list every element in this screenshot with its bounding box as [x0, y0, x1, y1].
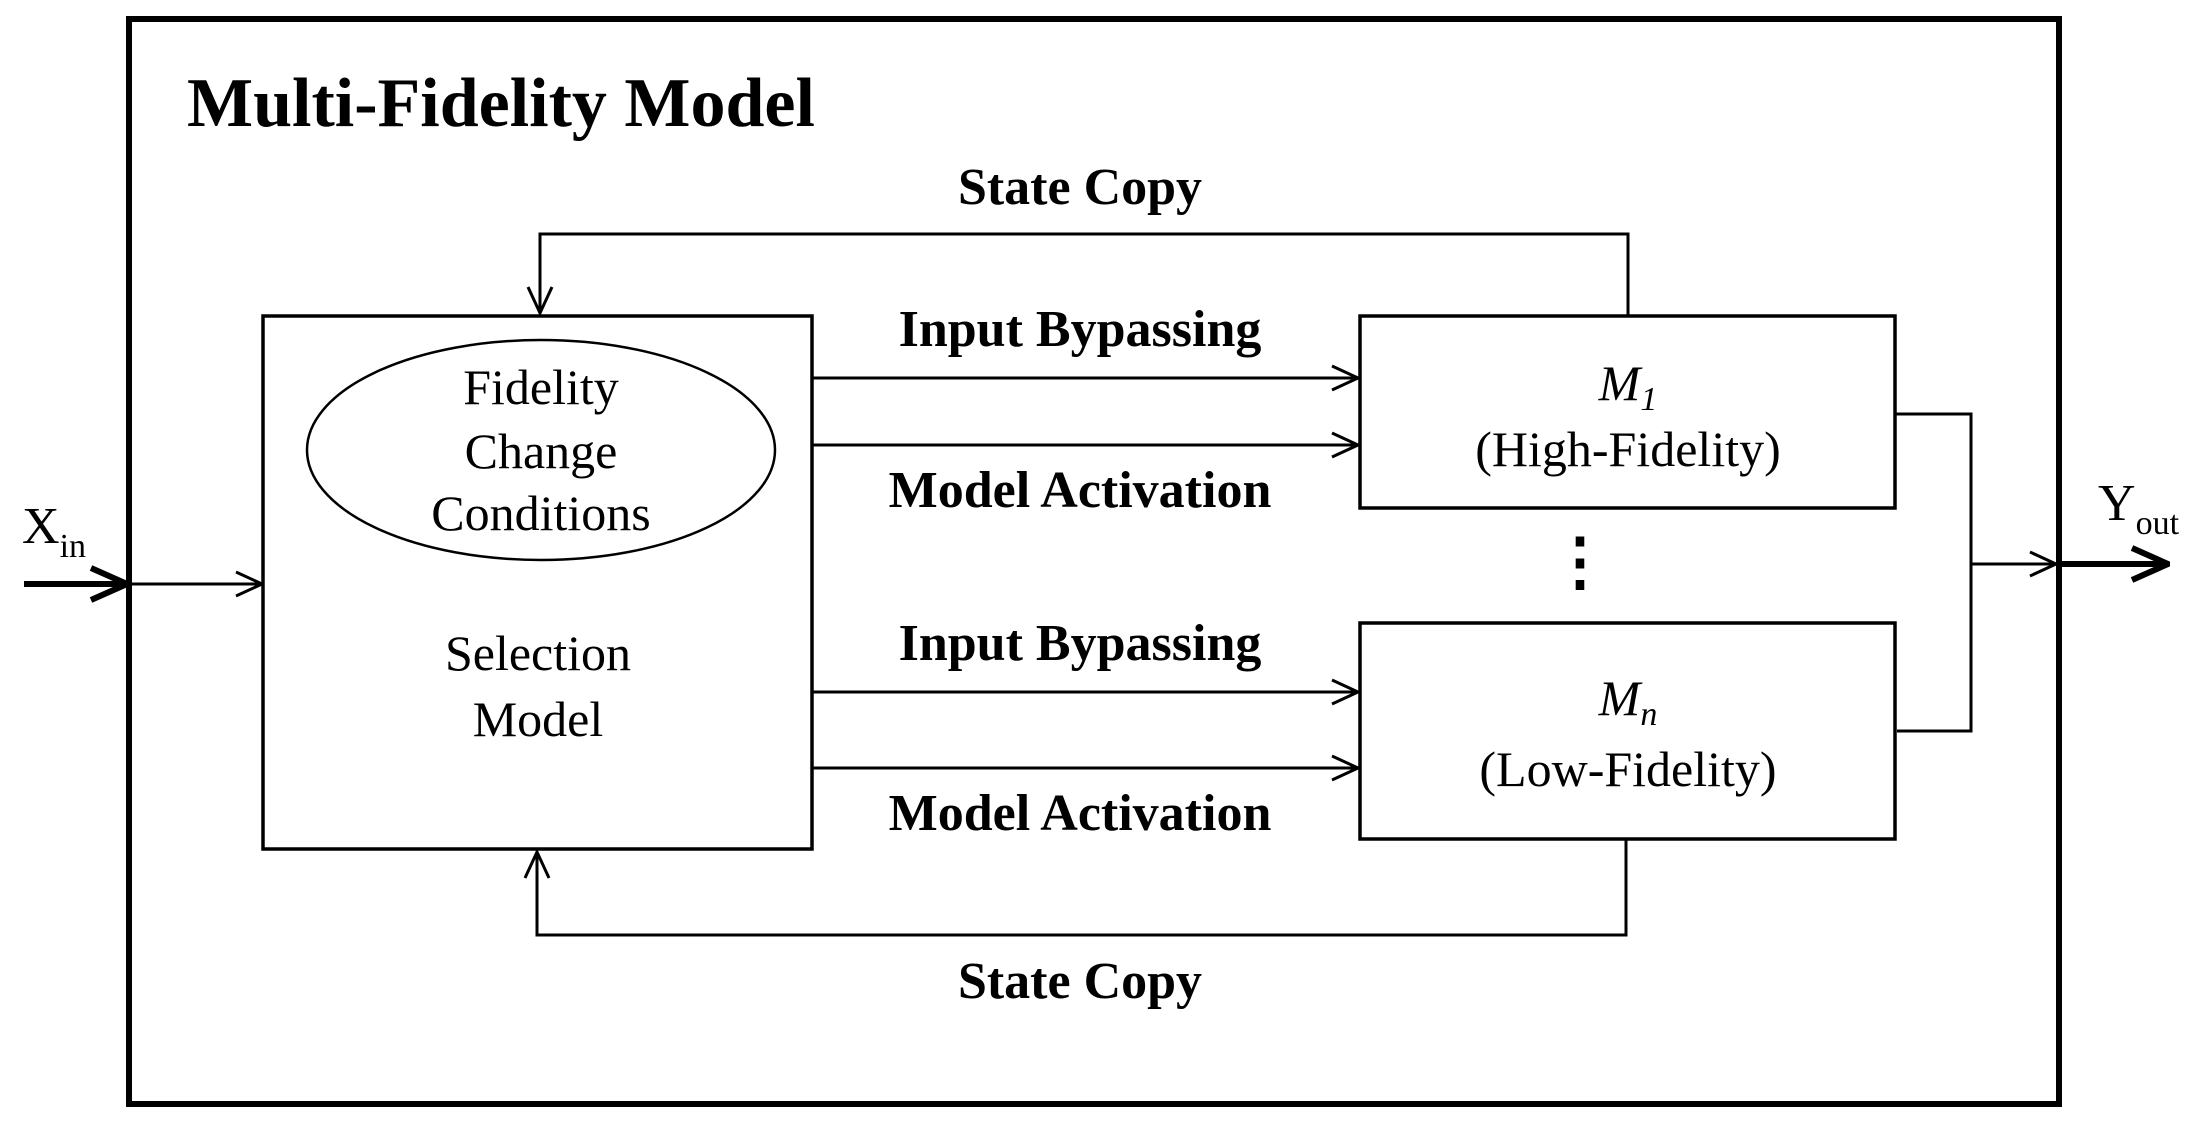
high-output-line: [1895, 412, 1973, 733]
high-fidelity-model-box: [1358, 314, 1897, 510]
model-activation-low-label: Model Activation: [889, 785, 1272, 842]
input-label: Xin: [22, 498, 86, 565]
high-model-caption: (High-Fidelity): [1475, 421, 1781, 477]
fidelity-change-conditions-ellipse: [305, 338, 777, 562]
model-activation-high-label: Model Activation: [889, 462, 1272, 519]
state-copy-bottom-line: [537, 839, 1628, 937]
outer-frame: [126, 16, 2062, 1107]
selection-model-line-1: Selection: [445, 625, 631, 681]
selection-model-line-2: Model: [473, 691, 604, 747]
high-model-symbol: M1: [1598, 355, 1658, 418]
output-label: Yout: [2098, 475, 2180, 542]
low-model-symbol: Mn: [1598, 670, 1658, 733]
ellipse-line-1: Fidelity: [463, 359, 619, 415]
state-copy-top-label: State Copy: [958, 159, 1202, 216]
model-ellipsis: ⋮: [1548, 526, 1612, 597]
state-copy-bottom-label: State Copy: [958, 953, 1202, 1010]
ellipse-line-3: Conditions: [431, 485, 650, 541]
input-bypassing-low-label: Input Bypassing: [899, 615, 1262, 672]
ellipse-line-2: Change: [465, 423, 618, 479]
input-bypassing-high-label: Input Bypassing: [899, 301, 1262, 358]
diagram-title: Multi-Fidelity Model: [187, 65, 815, 142]
low-fidelity-model-box: [1358, 621, 1897, 841]
low-model-caption: (Low-Fidelity): [1479, 741, 1776, 797]
state-copy-top-line: [540, 232, 1630, 316]
